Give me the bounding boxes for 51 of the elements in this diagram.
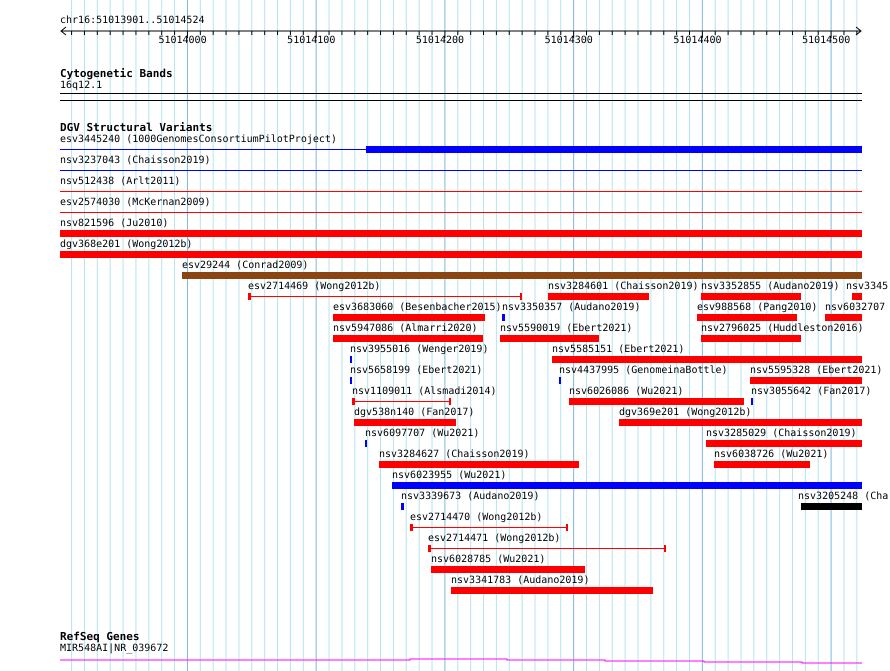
axis-tick-label: 51014500 <box>802 35 850 47</box>
axis-tick-label: 51014100 <box>287 35 336 47</box>
feature-label: nsv6023955 (Wu2021) <box>392 470 506 482</box>
feature-label: nsv5658199 (Ebert2021) <box>350 365 482 377</box>
feature-label: nsv3955016 (Wenger2019) <box>350 344 488 356</box>
feature-label: nsv3284601 (Chaisson2019) <box>548 281 699 293</box>
feature-label: nsv6026086 (Wu2021) <box>569 386 684 398</box>
feature-label: esv2574030 (McKernan2009) <box>60 197 211 209</box>
feature-label: nsv3352855 (Audano2019) <box>701 281 840 293</box>
axis-tick-label: 51014000 <box>158 35 207 47</box>
feature-label: nsv3285029 (Chaisson2019) <box>706 428 857 440</box>
feature-label: nsv3284627 (Chaisson2019) <box>379 449 530 461</box>
axis-tick-label: 51014300 <box>544 35 593 47</box>
axis-tick-label: 51014400 <box>673 35 722 47</box>
feature-label: esv2714470 (Wong2012b) <box>410 512 542 524</box>
feature-label: nsv5585151 (Ebert2021) <box>552 344 684 356</box>
feature-label: nsv5590019 (Ebert2021) <box>500 323 632 335</box>
feature-label: nsv512438 (Arlt2011) <box>60 176 180 188</box>
feature-label: nsv3055642 (Fan2017) <box>751 386 872 398</box>
feature-label: dgv538n140 (Fan2017) <box>354 407 474 419</box>
feature-label: esv2714471 (Wong2012b) <box>428 533 560 545</box>
feature-label: nsv5595328 (Ebert2021) <box>750 365 882 377</box>
feature-label: nsv1109011 (Alsmadi2014) <box>352 386 496 398</box>
track-title: RefSeq Genes <box>60 631 140 643</box>
feature-label: nsv6032707 <box>825 302 886 314</box>
feature-label: nsv3345 <box>846 281 888 293</box>
feature-label: nsv2796025 (Huddleston2016) <box>701 323 864 335</box>
feature-label: nsv3237043 (Chaisson2019) <box>60 155 211 167</box>
feature-label: dgv369e201 (Wong2012b) <box>619 407 752 419</box>
gene-label: MIR548AI|NR_039672 <box>60 643 168 655</box>
feature-label: nsv5947086 (Almarri2020) <box>333 323 478 335</box>
feature-label: nsv4437995 (GenomeinaBottle) <box>559 365 728 377</box>
feature-label: esv3683060 (Besenbacher2015) <box>333 302 502 314</box>
band-label: 16q12.1 <box>60 80 102 92</box>
feature-label: nsv6028785 (Wu2021) <box>431 554 546 566</box>
position-label: chr16:51013901..51014524 <box>60 15 204 27</box>
track-title: DGV Structural Variants <box>60 122 212 134</box>
feature-label: esv988568 (Pang2010) <box>697 302 818 314</box>
feature-label: esv2714469 (Wong2012b) <box>248 281 380 293</box>
feature-label: nsv6097707 (Wu2021) <box>365 428 480 440</box>
feature-label: nsv821596 (Ju2010) <box>60 218 168 230</box>
feature-label: nsv3339673 (Audano2019) <box>401 491 540 503</box>
feature-label: dgv368e201 (Wong2012b) <box>60 239 192 251</box>
feature-label: nsv3350357 (Audano2019) <box>502 302 640 314</box>
feature-label: nsv6038726 (Wu2021) <box>714 449 828 461</box>
feature-label: esv29244 (Conrad2009) <box>182 260 308 272</box>
feature-label: nsv3341783 (Audano2019) <box>451 575 590 587</box>
track-title: Cytogenetic Bands <box>60 68 173 80</box>
axis-tick-label: 51014200 <box>416 35 464 47</box>
feature-label: esv3445240 (1000GenomesConsortiumPilotProject) <box>60 134 337 146</box>
feature-label: nsv3205248 (Cha <box>798 491 888 503</box>
